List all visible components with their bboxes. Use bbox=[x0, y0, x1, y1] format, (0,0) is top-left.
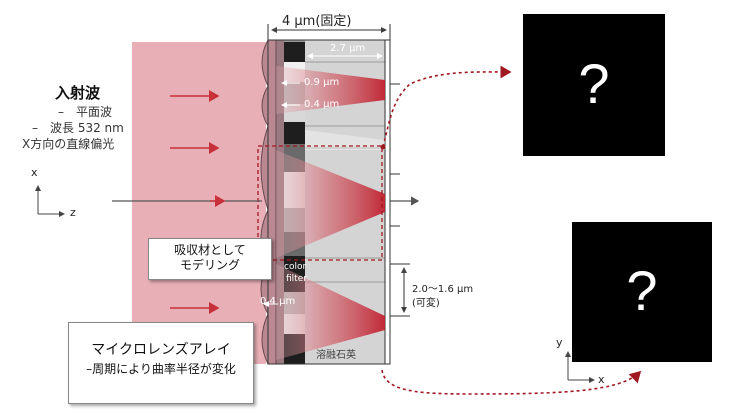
incident-line-3: X方向の直線偏光 bbox=[22, 137, 115, 151]
pitch-dimension bbox=[398, 263, 410, 317]
connector-top bbox=[382, 65, 512, 148]
axis-right-y-label: y bbox=[556, 336, 563, 349]
top-dimension bbox=[267, 24, 391, 40]
microlens-callout-title: マイクロレンズアレイ bbox=[91, 342, 231, 358]
question-mark-top: ? bbox=[578, 52, 610, 116]
output-panel-bottom: ? bbox=[572, 222, 712, 362]
absorber-callout-line-1: 吸収材として bbox=[174, 243, 246, 257]
axes-right bbox=[565, 351, 595, 383]
absorber-callout-line-2: モデリング bbox=[179, 258, 240, 272]
pitch-label-2: (可変) bbox=[412, 298, 440, 309]
top-dimension-label: 4 μm(固定) bbox=[282, 14, 352, 29]
color-filter-label-2: filter bbox=[286, 274, 307, 284]
gap-09-label: 0.9 μm bbox=[304, 77, 340, 88]
focused-beams bbox=[276, 66, 385, 360]
pitch-label-1: 2.0～1.6 μm bbox=[412, 284, 474, 295]
incident-title: 入射波 bbox=[55, 84, 101, 102]
axis-right-x-label: x bbox=[598, 373, 605, 386]
axes-left bbox=[35, 185, 65, 217]
microlens-callout: マイクロレンズアレイ –周期により曲率半径が変化 bbox=[68, 322, 254, 404]
absorber-callout: 吸収材として モデリング bbox=[148, 238, 272, 280]
gap-04-bottom-label: 0.4 μm bbox=[260, 296, 296, 307]
color-filter-label-1: color bbox=[284, 262, 307, 272]
incident-wave-region bbox=[132, 42, 266, 364]
question-mark-bottom: ? bbox=[626, 259, 658, 323]
output-panel-top: ? bbox=[523, 14, 665, 156]
period-width-label: 2.7 μm bbox=[330, 43, 366, 54]
microlens-callout-subtitle: –周期により曲率半径が変化 bbox=[86, 362, 236, 376]
incident-line-2: – 波長 532 nm bbox=[32, 121, 124, 135]
axis-left-x-label: x bbox=[31, 166, 38, 179]
gap-dimension-arrows bbox=[263, 80, 300, 307]
substrate-label: 溶融石英 bbox=[316, 350, 356, 361]
gap-04-top-label: 0.4 μm bbox=[304, 99, 340, 110]
incident-line-1: – 平面波 bbox=[58, 105, 113, 119]
connector-top-dot bbox=[380, 144, 386, 150]
axis-left-z-label: z bbox=[70, 206, 76, 219]
connector-bottom bbox=[381, 369, 642, 395]
